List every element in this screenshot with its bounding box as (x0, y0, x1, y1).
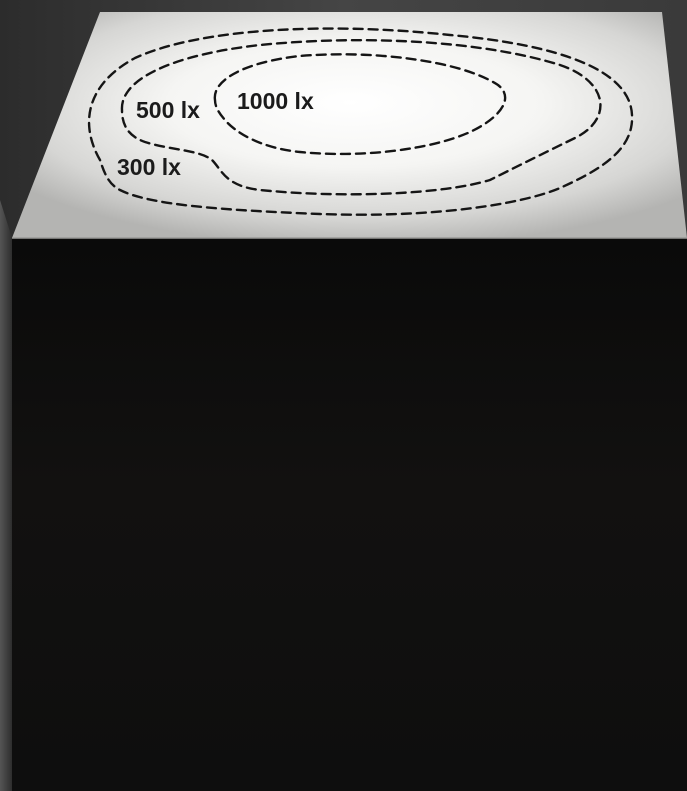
box-front-face (12, 238, 687, 791)
label-1000-lx: 1000 lx (237, 88, 314, 114)
contour-500-lx (120, 38, 602, 196)
lit-top-surface (12, 12, 687, 238)
label-300-lx: 300 lx (117, 154, 181, 180)
label-500-lx: 500 lx (136, 97, 200, 123)
contour-1000-lx (213, 53, 507, 156)
contour-300-lx (87, 27, 634, 216)
